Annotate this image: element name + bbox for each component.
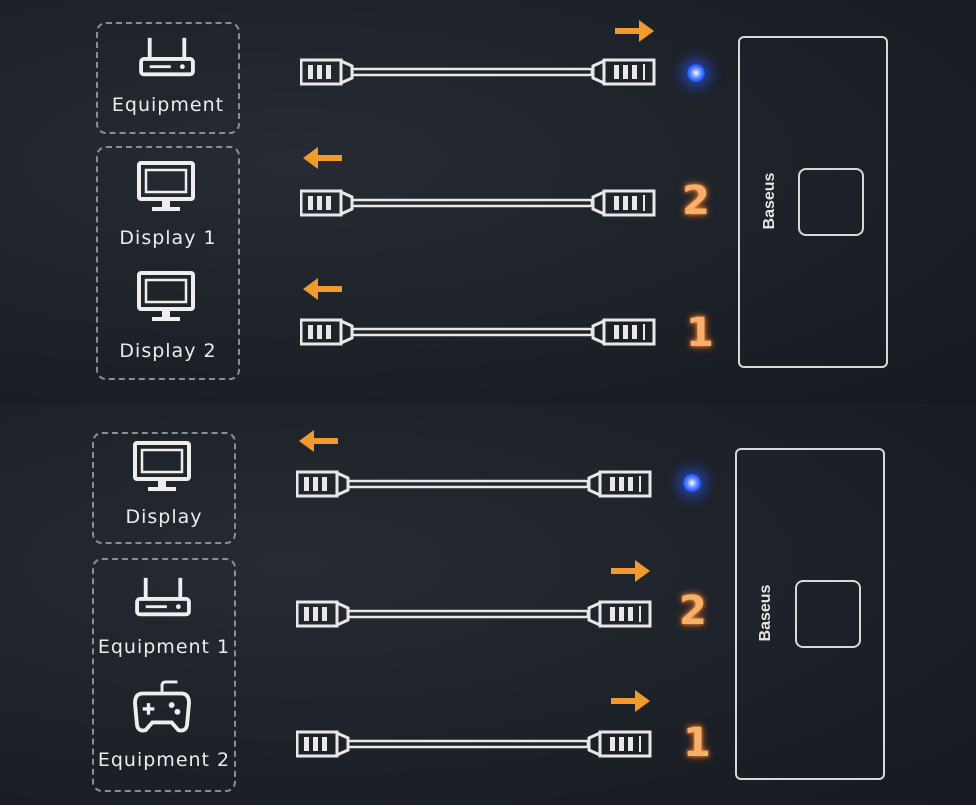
- equipment-box: [96, 22, 240, 134]
- hdmi-cable-icon: [300, 183, 656, 223]
- hdmi-cable-icon: [296, 724, 652, 764]
- hdmi-cable-icon: [300, 312, 656, 352]
- led-indicator: [683, 474, 701, 492]
- hdmi-cable-icon: [296, 594, 652, 634]
- arrow-left-icon: [302, 145, 342, 171]
- display-box: [92, 432, 236, 544]
- switch-button: [795, 580, 861, 648]
- port-number-2: 2: [679, 588, 707, 634]
- monitor-icon: [132, 440, 192, 496]
- port-number-2: 2: [682, 178, 710, 224]
- monitor-icon: [136, 160, 196, 216]
- led-indicator: [687, 64, 705, 82]
- displays-box: [96, 146, 240, 380]
- baseus-switch: [738, 36, 888, 368]
- arrow-left-icon: [302, 276, 342, 302]
- device-label-display: Display: [125, 506, 203, 528]
- arrow-right-icon: [611, 558, 651, 584]
- port-number-1: 1: [683, 720, 711, 766]
- device-label-equipment: Equipment: [111, 94, 225, 116]
- baseus-switch: [735, 448, 885, 780]
- arrow-left-icon: [298, 428, 338, 454]
- switch-button: [798, 168, 864, 236]
- device-label-display-1: Display 1: [119, 227, 217, 249]
- brand-label: Baseus: [761, 172, 778, 230]
- router-icon: [134, 574, 192, 622]
- hdmi-cable-icon: [300, 52, 656, 92]
- device-label-equipment-1: Equipment 1: [97, 636, 231, 658]
- device-label-display-2: Display 2: [119, 340, 217, 362]
- brand-label: Baseus: [757, 584, 774, 642]
- mode-merge-panel: Display Equipment 1 Equipment 2 2 1 Base…: [0, 404, 976, 805]
- device-label-equipment-2: Equipment 2: [97, 749, 231, 771]
- mode-split-panel: Equipment Display 1 Display 2 2 1 Baseus: [0, 0, 976, 404]
- router-icon: [138, 34, 196, 82]
- arrow-right-icon: [615, 18, 655, 44]
- gamepad-icon: [133, 680, 191, 734]
- monitor-icon: [136, 270, 196, 326]
- port-number-1: 1: [686, 310, 714, 356]
- equipment-box: [92, 558, 236, 792]
- arrow-right-icon: [611, 688, 651, 714]
- hdmi-cable-icon: [296, 464, 652, 504]
